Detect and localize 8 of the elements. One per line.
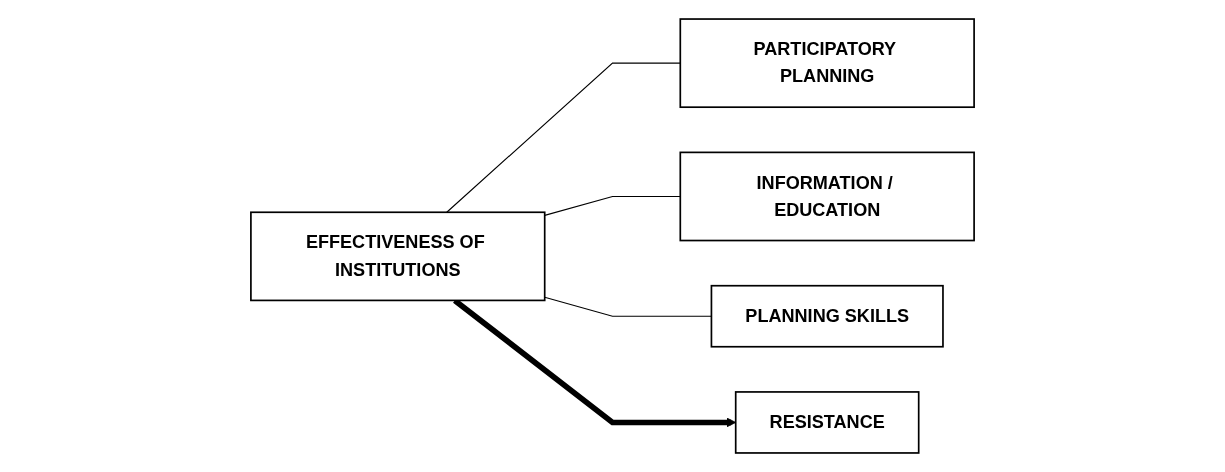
connector [544, 296, 712, 317]
node-box: RESISTANCE [734, 391, 920, 454]
node-box: EFFECTIVENESS OF INSTITUTIONS [250, 211, 546, 302]
node-box: PARTICIPATORY PLANNING [679, 18, 975, 109]
node-box: INFORMATION / EDUCATION [679, 151, 975, 242]
connector [446, 62, 681, 213]
connector [544, 195, 681, 216]
node-box: PLANNING SKILLS [710, 284, 944, 348]
